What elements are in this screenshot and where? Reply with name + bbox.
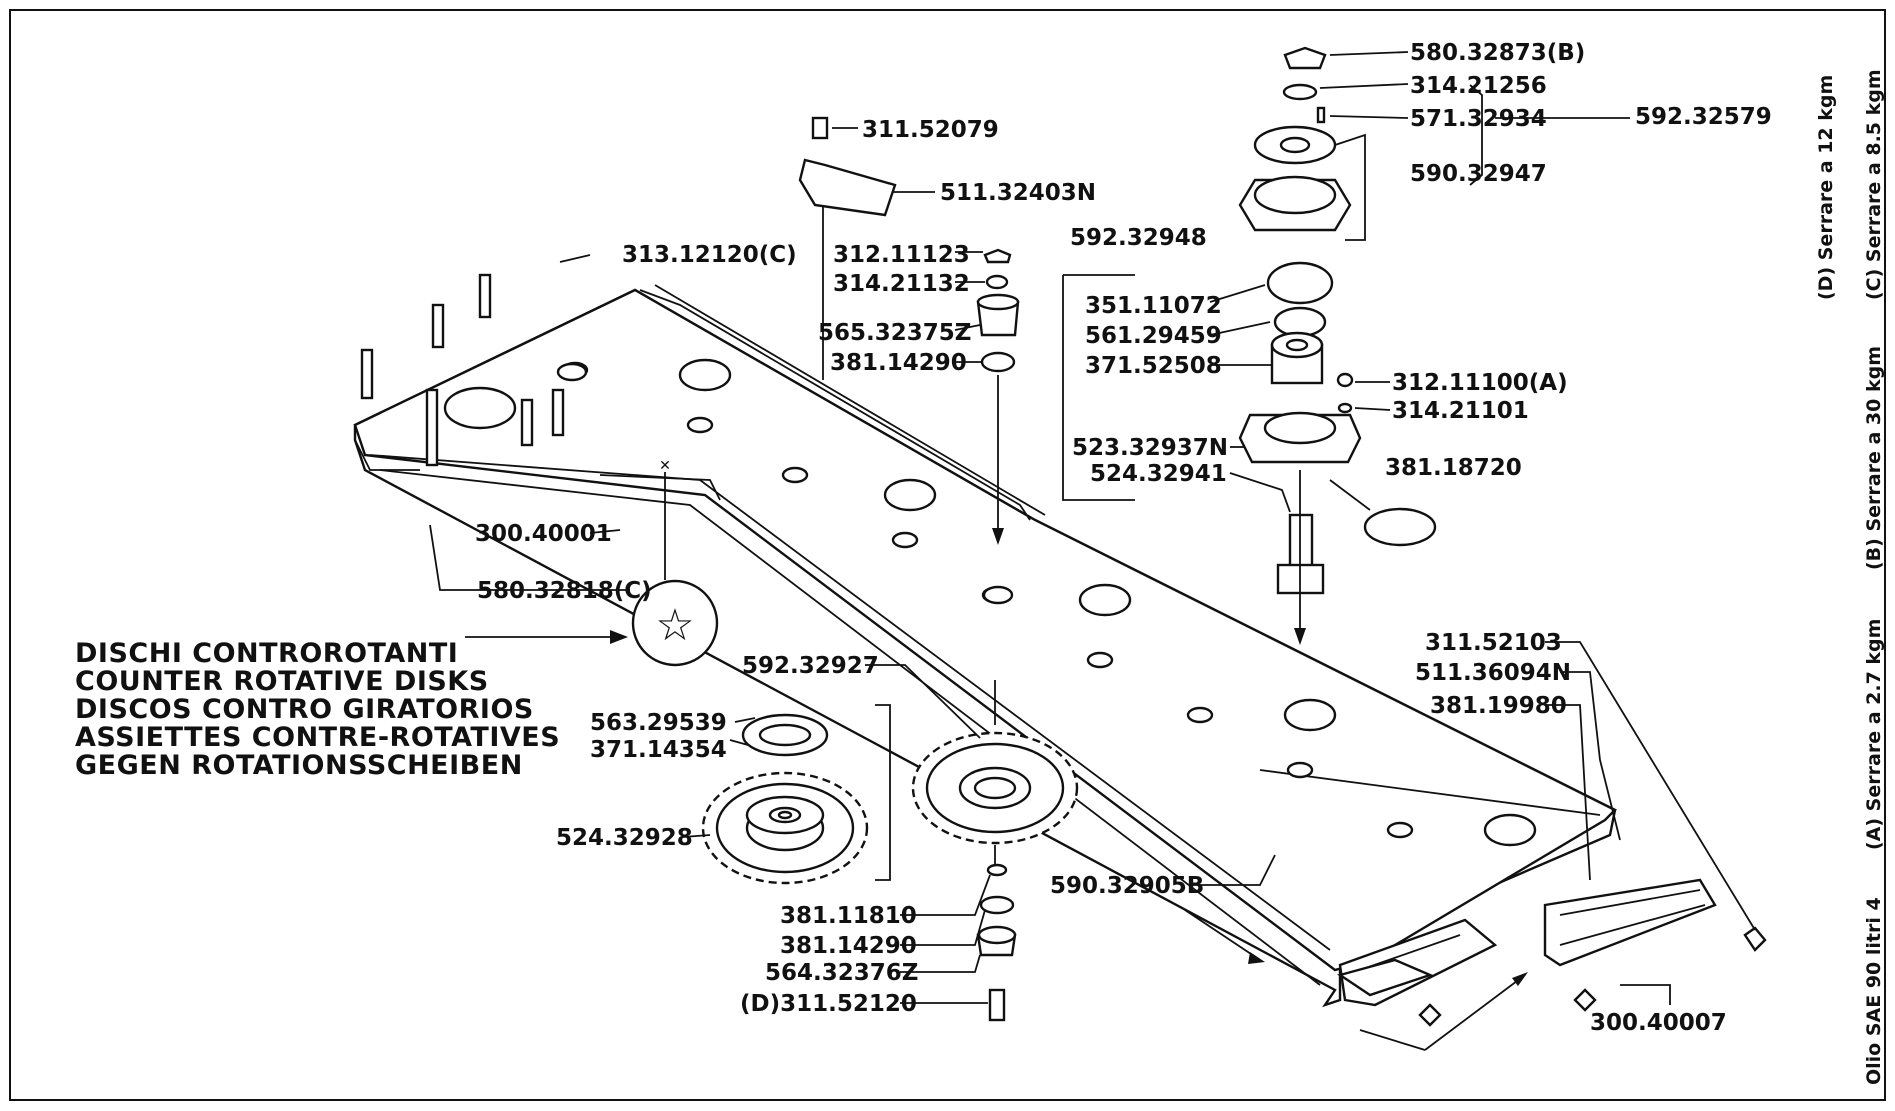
label-511-32403N: 511.32403N bbox=[940, 180, 1096, 206]
end-hardware bbox=[1418, 926, 1767, 1027]
label-381-14290-top: 381.14290 bbox=[830, 350, 967, 376]
label-300-40007: 300.40007 bbox=[1590, 1010, 1727, 1036]
label-592-32579: 592.32579 bbox=[1635, 104, 1772, 130]
label-314-21132: 314.21132 bbox=[833, 271, 970, 297]
label-592-32927: 592.32927 bbox=[742, 653, 879, 679]
label-311-52079: 311.52079 bbox=[862, 117, 999, 143]
label-580-32873: 580.32873(B) bbox=[1410, 40, 1585, 66]
label-592-32948: 592.32948 bbox=[1070, 225, 1207, 251]
drawing-frame bbox=[9, 9, 1886, 1101]
label-351-11072: 351.11072 bbox=[1085, 293, 1222, 319]
star-icon: ☆ bbox=[655, 600, 694, 651]
description-line-de: GEGEN ROTATIONSSCHEIBEN bbox=[75, 750, 523, 781]
label-311-52120: (D)311.52120 bbox=[740, 991, 917, 1017]
label-563-29539: 563.29539 bbox=[590, 710, 727, 736]
torque-note-d: (D) Serrare a 12 kgm bbox=[1815, 75, 1837, 300]
label-590-32947: 590.32947 bbox=[1410, 161, 1547, 187]
label-371-14354: 371.14354 bbox=[590, 737, 727, 763]
label-580-32818: 580.32818(C) bbox=[477, 578, 652, 604]
torque-note-b: (B) Serrare a 30 kgm bbox=[1863, 346, 1885, 570]
label-381-14290-bot: 381.14290 bbox=[780, 933, 917, 959]
part-labels: 580.32873(B) 314.21256 571.32934 590.329… bbox=[475, 40, 1772, 1036]
label-511-36094N: 511.36094N bbox=[1415, 660, 1571, 686]
label-314-21256: 314.21256 bbox=[1410, 73, 1547, 99]
cutter-bar-frame bbox=[353, 284, 1717, 1008]
label-524-32941: 524.32941 bbox=[1090, 461, 1227, 487]
label-564-32376Z: 564.32376Z bbox=[765, 960, 918, 986]
torque-note-c: (C) Serrare a 8.5 kgm bbox=[1863, 69, 1885, 300]
torque-note-a: (A) Serrare a 2.7 kgm bbox=[1863, 619, 1885, 850]
label-524-32928: 524.32928 bbox=[556, 825, 693, 851]
drive-stack bbox=[1238, 46, 1483, 645]
label-561-29459: 561.29459 bbox=[1085, 323, 1222, 349]
description-line-en: COUNTER ROTATIVE DISKS bbox=[75, 666, 489, 697]
label-371-52508: 371.52508 bbox=[1085, 353, 1222, 379]
label-381-11810: 381.11810 bbox=[780, 903, 917, 929]
label-381-19980: 381.19980 bbox=[1430, 693, 1567, 719]
label-381-18720: 381.18720 bbox=[1385, 455, 1522, 481]
label-565-32375Z: 565.32375Z bbox=[818, 320, 971, 346]
gears-assembly bbox=[701, 680, 1079, 1022]
description-line-fr: ASSIETTES CONTRE-ROTATIVES bbox=[75, 722, 560, 753]
description-line-it: DISCHI CONTROROTANTI bbox=[75, 638, 458, 669]
leader-lines bbox=[429, 51, 1756, 1051]
svg-text:✕: ✕ bbox=[659, 458, 671, 474]
label-571-32934: 571.32934 bbox=[1410, 106, 1547, 132]
label-523-32937N: 523.32937N bbox=[1072, 435, 1228, 461]
label-590-32905B: 590.32905B bbox=[1050, 873, 1204, 899]
label-312-11123: 312.11123 bbox=[833, 242, 970, 268]
oil-note: Olio SAE 90 litri 4 bbox=[1863, 897, 1885, 1085]
torque-notes: (D) Serrare a 12 kgm (C) Serrare a 8.5 k… bbox=[1815, 69, 1885, 1085]
stud-bolts-left bbox=[360, 273, 588, 467]
label-311-52103: 311.52103 bbox=[1425, 630, 1562, 656]
label-312-11100: 312.11100(A) bbox=[1392, 370, 1568, 396]
description-block: DISCHI CONTROROTANTI COUNTER ROTATIVE DI… bbox=[75, 638, 560, 781]
description-line-es: DISCOS CONTRO GIRATORIOS bbox=[75, 694, 534, 725]
label-313-12120: 313.12120(C) bbox=[622, 242, 797, 268]
label-300-40001: 300.40001 bbox=[475, 521, 612, 547]
label-314-21101: 314.21101 bbox=[1392, 398, 1529, 424]
star-callout: ☆ ✕ bbox=[465, 458, 719, 667]
